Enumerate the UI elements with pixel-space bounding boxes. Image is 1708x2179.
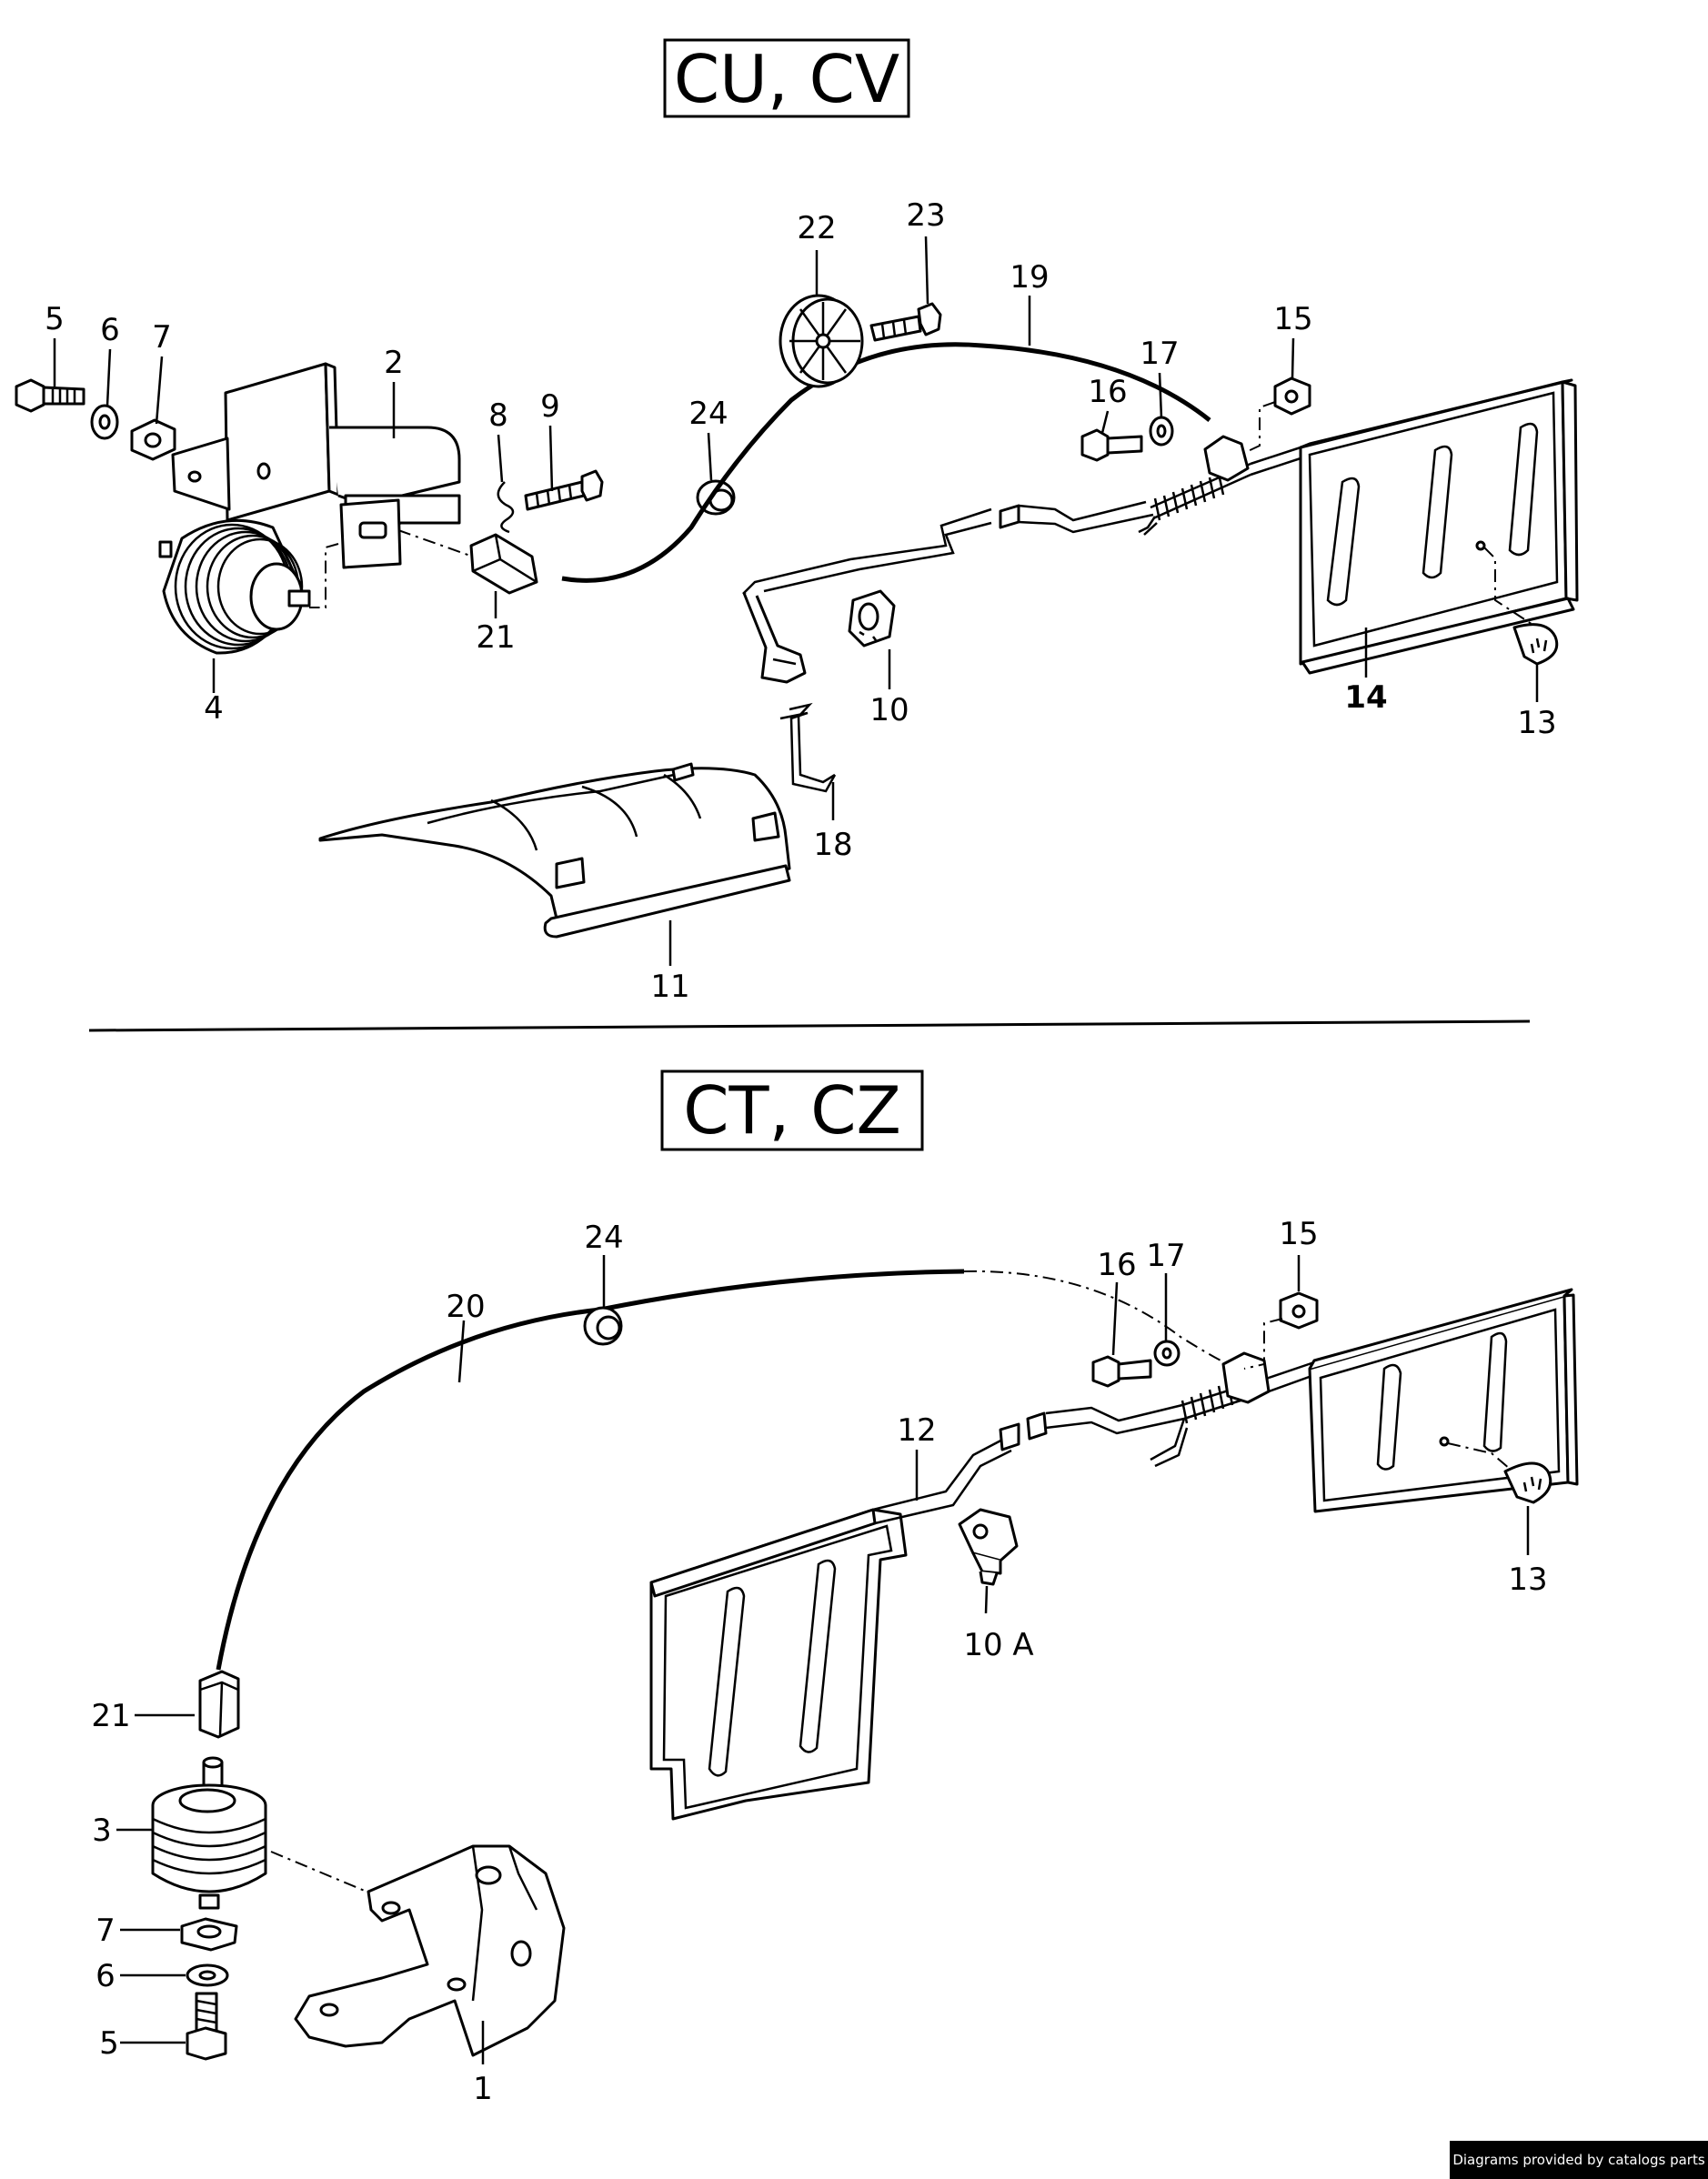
heater-panel-14 — [1299, 378, 1579, 675]
label-5-bottom: 5 — [99, 2025, 119, 2062]
leader-20 — [457, 1320, 466, 1383]
label-23: 23 — [906, 197, 945, 234]
label-13-bottom: 13 — [1508, 1561, 1547, 1598]
cable-20 — [216, 1269, 965, 1671]
label-1: 1 — [473, 2071, 493, 2107]
leader-15-top-line — [1291, 337, 1295, 379]
connector-21-top — [469, 533, 538, 595]
leader-10a — [984, 1585, 989, 1614]
top-title-box — [663, 38, 910, 118]
link-18 — [742, 592, 837, 793]
leader-6-top — [105, 348, 112, 407]
credit-badge: Diagrams provided by catalogs parts — [1450, 2141, 1708, 2179]
clip-10a — [958, 1508, 1019, 1586]
bolt-16-bottom — [1091, 1355, 1152, 1388]
bolt-5-top — [15, 378, 85, 413]
label-11: 11 — [650, 969, 689, 1005]
bracket-2 — [171, 362, 461, 569]
roller-22 — [779, 294, 864, 388]
leader-9 — [548, 425, 554, 492]
heater-panel-12 — [649, 1508, 908, 1821]
leader-16-top — [1100, 410, 1110, 434]
leader-15-bottom — [1243, 1318, 1283, 1370]
clamp-10-top — [848, 589, 896, 648]
washer-6-top — [90, 404, 119, 440]
label-16-top: 16 — [1088, 374, 1127, 410]
section-top: CU, CV — [15, 38, 1579, 1005]
label-15-top: 15 — [1273, 301, 1312, 337]
leader-24-top — [707, 432, 713, 481]
leader-damper-bracket — [270, 1851, 372, 1894]
washer-6-bottom — [186, 1963, 229, 1987]
linkage-rod-bottom — [872, 1351, 1315, 1525]
linkage-rod-top — [742, 435, 1301, 604]
cable-20-dashed — [963, 1270, 1229, 1365]
label-14: 14 — [1344, 679, 1387, 716]
label-10a: 10 A — [963, 1627, 1033, 1663]
label-7-top: 7 — [152, 319, 172, 356]
heater-panel-right-bottom — [1308, 1288, 1579, 1513]
heat-shield-11 — [318, 762, 791, 939]
damper-3 — [151, 1756, 267, 1910]
label-6-top: 6 — [100, 312, 120, 348]
bolt-5-bottom — [186, 1992, 227, 2061]
nut-15-bottom — [1279, 1291, 1319, 1330]
label-7-bottom: 7 — [95, 1913, 116, 1949]
grommet-24-bottom — [583, 1306, 623, 1346]
label-16-bottom: 16 — [1097, 1247, 1136, 1283]
label-3: 3 — [92, 1812, 112, 1849]
bracket-1 — [294, 1844, 566, 2057]
section-divider — [88, 1019, 1531, 1032]
label-15-bottom: 15 — [1279, 1216, 1318, 1252]
clip-8 — [497, 481, 515, 534]
label-4-top: 4 — [204, 690, 224, 727]
leader-8 — [497, 434, 504, 483]
section-bottom: CT, CZ — [91, 1069, 1579, 2107]
bottom-title: CT, CZ — [683, 1072, 901, 1149]
bolt-9 — [524, 469, 604, 511]
washer-17-bottom — [1153, 1340, 1181, 1367]
label-24-bottom: 24 — [584, 1220, 623, 1256]
label-21-bottom: 21 — [91, 1698, 130, 1734]
label-12: 12 — [897, 1412, 936, 1449]
clip-13-top — [1512, 623, 1559, 666]
nut-7-top — [130, 418, 176, 461]
nut-7-bottom — [180, 1917, 238, 1952]
label-9: 9 — [540, 388, 560, 425]
label-22: 22 — [797, 210, 836, 246]
leader-16-bottom — [1111, 1281, 1119, 1356]
label-8: 8 — [488, 397, 508, 434]
top-title: CU, CV — [674, 41, 899, 117]
label-20: 20 — [446, 1289, 485, 1325]
leader-23 — [924, 236, 929, 305]
label-17-top: 17 — [1140, 336, 1179, 372]
connector-21-bottom — [198, 1670, 240, 1739]
label-19: 19 — [1010, 259, 1049, 296]
label-17-bottom: 17 — [1146, 1238, 1185, 1274]
label-2: 2 — [384, 345, 404, 381]
label-5-top: 5 — [45, 301, 65, 337]
bottom-title-box — [660, 1069, 924, 1151]
label-10-top: 10 — [869, 692, 909, 728]
label-6-bottom: 6 — [95, 1958, 116, 1994]
clip-13-bottom — [1503, 1461, 1552, 1504]
label-18: 18 — [813, 827, 852, 863]
leader-pin-21 — [397, 529, 474, 557]
label-21-top: 21 — [476, 619, 515, 656]
label-24-top: 24 — [688, 396, 728, 432]
damper-4-top — [158, 518, 311, 655]
leader-17-top — [1158, 372, 1163, 419]
leader-7-top — [155, 356, 164, 425]
bolt-16-top — [1080, 428, 1143, 462]
leader-bracket-damper — [309, 543, 339, 608]
bolt-23 — [869, 302, 942, 342]
label-13-top: 13 — [1517, 705, 1556, 741]
nut-15-top — [1273, 377, 1311, 416]
washer-17-top — [1149, 416, 1174, 447]
